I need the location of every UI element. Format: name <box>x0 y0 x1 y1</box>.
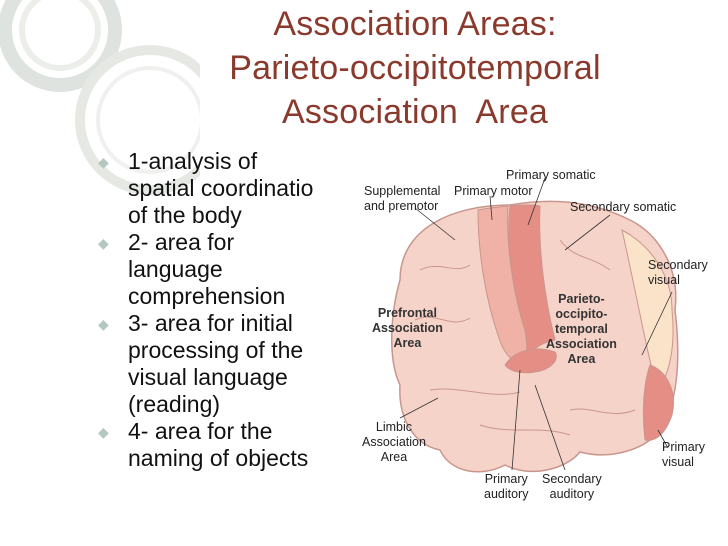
bullet-text: 1-analysis of spatial coordinatio of the… <box>128 148 314 228</box>
label-primary-auditory: Primary auditory <box>484 472 529 501</box>
label-primary-somatic: Primary somatic <box>506 168 596 182</box>
label-limbic-area: Limbic Association Area <box>362 420 426 464</box>
title-line-3: Association Area <box>281 93 549 131</box>
bullet-text: 4- area for the naming of objects <box>128 418 309 471</box>
bullet-item: ◆ 3- area for initial processing of the … <box>98 310 358 418</box>
decorative-circles <box>0 0 200 200</box>
title-line-2: Parieto-occipitotemporal <box>229 49 601 87</box>
brain-illustration <box>391 177 679 473</box>
bullet-item: ◆ 4- area for the naming of objects <box>98 418 358 472</box>
title-line-1: Association Areas: <box>273 5 557 43</box>
bullet-marker-icon: ◆ <box>98 154 109 170</box>
bullet-item: ◆ 2- area for language comprehension <box>98 229 358 310</box>
bullet-marker-icon: ◆ <box>98 235 109 251</box>
bullet-list: ◆ 1-analysis of spatial coordinatio of t… <box>98 148 358 472</box>
label-prefrontal-area: Prefrontal Association Area <box>372 306 443 350</box>
brain-diagram: Primary somatic Supplemental and premoto… <box>360 160 728 546</box>
bullet-item: ◆ 1-analysis of spatial coordinatio of t… <box>98 148 358 229</box>
bullet-text: 2- area for language comprehension <box>128 229 286 309</box>
bullet-marker-icon: ◆ <box>98 424 109 440</box>
label-secondary-auditory: Secondary auditory <box>542 472 602 501</box>
label-primary-motor: Primary motor <box>454 184 533 198</box>
label-primary-visual: Primary visual <box>662 440 706 469</box>
label-secondary-visual: Secondary visual <box>648 258 708 287</box>
label-secondary-somatic: Secondary somatic <box>570 200 677 214</box>
label-parieto-area: Parieto- occipito- temporal Association … <box>546 292 617 366</box>
slide-title: Association Areas: Parieto-occipitotempo… <box>175 2 655 134</box>
bullet-marker-icon: ◆ <box>98 316 109 332</box>
label-supplemental-premotor: Supplemental and premotor <box>364 184 441 213</box>
bullet-text: 3- area for initial processing of the vi… <box>128 310 304 417</box>
